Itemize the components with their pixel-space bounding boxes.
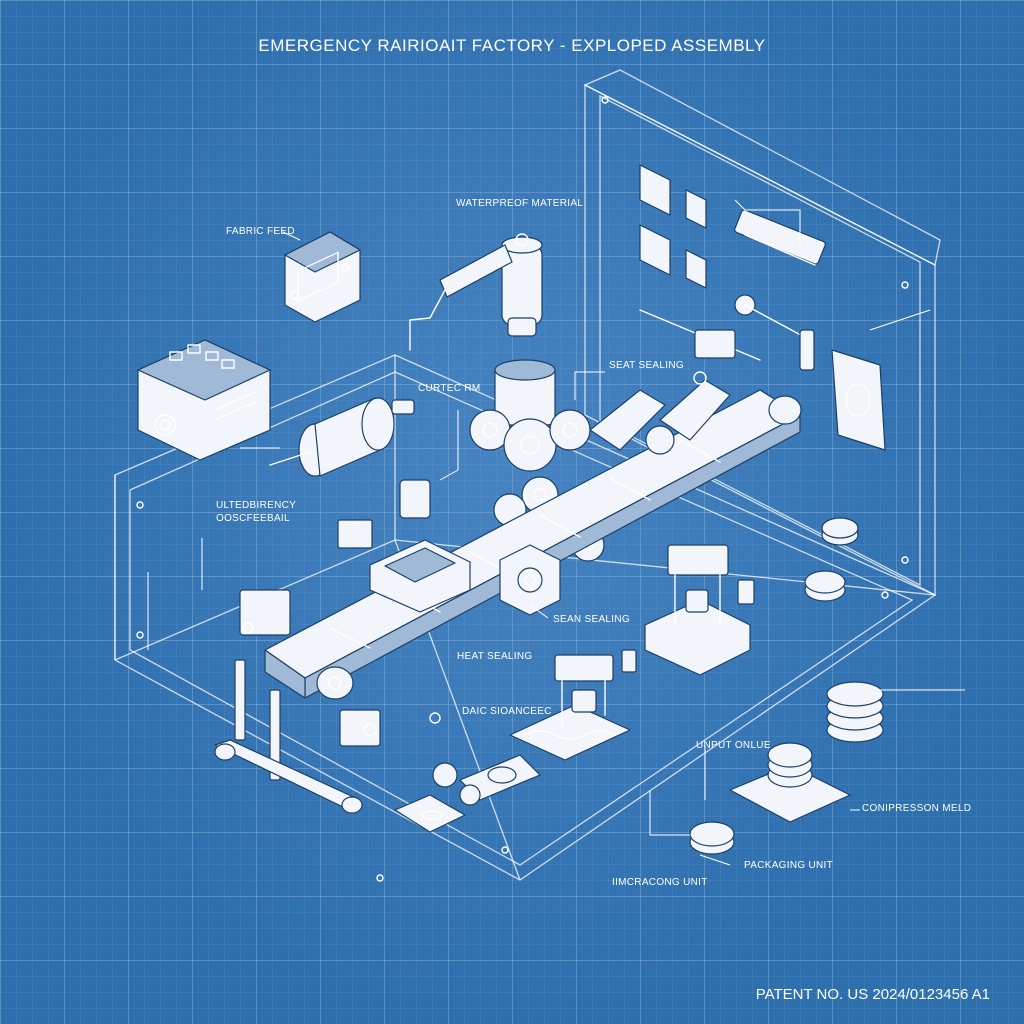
fabric-feed-control-box <box>284 231 361 323</box>
label-waterproof-material: WATERPREOF MATERIAL <box>456 198 584 209</box>
heat-sealing-press <box>509 649 637 761</box>
output-stack <box>826 681 884 743</box>
base-plate <box>394 794 466 833</box>
compression-mold <box>729 742 851 823</box>
label-packaging-unit: PACKAGING UNIT <box>744 860 834 871</box>
lower-left-conveyor <box>214 589 381 814</box>
label-curtec-rm: CURTEC RM <box>418 383 481 394</box>
seat-sealing-robot-arm <box>589 371 731 455</box>
compression-press <box>644 544 755 676</box>
control-cabinet <box>137 339 271 461</box>
frame-bolts <box>136 96 909 882</box>
label-compression-mold: CONIPRESSON MELD <box>862 803 972 814</box>
label-output-chute: UNPUT ONLUE <box>696 740 771 751</box>
gear-train <box>469 359 605 562</box>
patent-number: PATENT NO. US 2024/0123456 A1 <box>755 986 990 1003</box>
die-stamping-unit <box>429 712 541 806</box>
leader-lines <box>147 199 965 866</box>
label-seam-sealing: SEAN SEALING <box>553 614 630 625</box>
raincoat-pouch <box>831 349 886 451</box>
seam-sealing-block <box>499 544 561 616</box>
label-ultrasonic-line-1: ULTEDBIRENCY <box>216 500 297 511</box>
packaged-discs <box>689 517 859 855</box>
feed-roller <box>269 397 415 477</box>
label-heat-sealing: HEAT SEALING <box>457 651 533 662</box>
wall-display-panels <box>639 164 707 289</box>
label-die-stamping: DAIC SIOANCEEC <box>462 706 552 717</box>
page-title: EMERGENCY RAIRIOAIT FACTORY - EXPLOPED A… <box>258 36 766 55</box>
label-seat-sealing: SEAT SEALING <box>609 360 684 371</box>
label-fabric-feed: FABRIC FEED <box>226 226 295 237</box>
ultrasonic-cutter <box>337 479 471 613</box>
linear-actuator <box>639 209 826 371</box>
label-ultrasonic-line-2: OOSCFEEBAIL <box>216 513 290 524</box>
label-inspection-unit: IIMCRACONG UNIT <box>612 877 708 888</box>
waterproof-material-robot-arm <box>409 233 543 351</box>
